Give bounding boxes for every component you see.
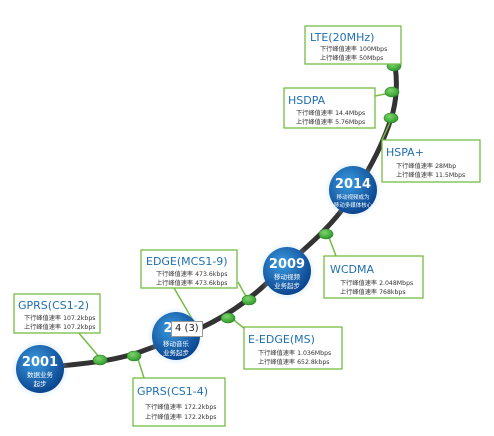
- milestone-caption: 业务起步: [274, 281, 301, 290]
- box-title: GPRS(CS1-2): [18, 299, 89, 312]
- milestone-year: 2: [163, 321, 172, 336]
- box-downlink: 下行峰值速率 473.6kbps: [156, 270, 227, 278]
- milestone-caption: 数据业务: [27, 370, 54, 379]
- box-title: HSDPA: [288, 94, 326, 107]
- box-title: LTE(20MHz): [310, 31, 374, 44]
- info-box-hsdpa: HSDPA 下行峰值速率 14.4Mbps 上行峰值速率 5.76Mbps: [283, 87, 376, 129]
- info-box-hspa-plus: HSPA+ 下行峰值速率 28Mbp 上行峰值速率 11.5Mbps: [381, 139, 481, 183]
- milestone-2014: 2014 移动视频成为 移动多媒体核心: [324, 161, 382, 219]
- box-uplink: 上行峰值速率 652.8kbps: [258, 358, 329, 366]
- milestone-year: 2009: [269, 257, 305, 272]
- box-title: EDGE(MCS1-9): [146, 255, 228, 268]
- info-box-wcdma: WCDMA 下行峰值速率 2.048Mbps 上行峰值速率 768kbps: [323, 255, 424, 299]
- box-uplink: 上行峰值速率 11.5Mbps: [396, 171, 465, 179]
- milestone-caption: 移动视频成为: [336, 193, 369, 201]
- box-downlink: 下行峰值速率 2.048Mbps: [340, 279, 413, 287]
- info-box-lte: LTE(20MHz) 下行峰值速率 100Mbps 上行峰值速率 50Mbps: [304, 25, 402, 65]
- box-downlink: 下行峰值速率 172.2kbps: [145, 403, 216, 411]
- box-title: GPRS(CS1-4): [137, 385, 208, 398]
- box-downlink: 下行峰值速率 14.4Mbps: [296, 109, 365, 117]
- milestone-2001: 2001 数据业务 起步: [11, 340, 69, 398]
- info-box-gprs-cs1-4: GPRS(CS1-4) 下行峰值速率 172.2kbps 上行峰值速率 172.…: [132, 377, 226, 427]
- box-uplink: 上行峰值速率 473.6kbps: [156, 279, 227, 287]
- info-box-edge-mcs: EDGE(MCS1-9) 下行峰值速率 473.6kbps 上行峰值速率 473…: [140, 249, 238, 289]
- timeline-node: [241, 294, 257, 306]
- timeline-node: [318, 228, 334, 240]
- box-uplink: 上行峰值速率 172.2kbps: [145, 413, 216, 421]
- box-downlink: 下行峰值速率 107.2kbps: [24, 314, 95, 322]
- milestone-2009: 2009 移动视频 业务起步: [258, 242, 316, 300]
- timeline-node: [220, 312, 236, 324]
- box-uplink: 上行峰值速率 50Mbps: [320, 54, 383, 62]
- overlay-tag-text: 4 (3): [175, 323, 199, 334]
- timeline-nodes: [92, 60, 402, 366]
- box-title: HSPA+: [386, 146, 424, 159]
- info-box-e-edge: E-EDGE(MS) 下行峰值速率 1.036Mbps 上行峰值速率 652.8…: [243, 326, 343, 370]
- milestone-caption: 业务起步: [163, 348, 190, 357]
- box-uplink: 上行峰值速率 5.76Mbps: [296, 118, 365, 126]
- milestone-caption: 起步: [34, 380, 48, 388]
- box-title: E-EDGE(MS): [248, 333, 315, 346]
- box-uplink: 上行峰值速率 107.2kbps: [24, 323, 95, 331]
- milestone-year: 2014: [335, 177, 371, 192]
- milestone-caption: 移动多媒体核心: [334, 201, 373, 209]
- milestone-caption: 移动视频: [274, 272, 301, 281]
- box-downlink: 下行峰值速率 1.036Mbps: [258, 349, 331, 357]
- milestone-caption: 移动音乐: [163, 339, 190, 348]
- box-title: WCDMA: [330, 263, 375, 276]
- timeline-node: [92, 354, 108, 366]
- box-uplink: 上行峰值速率 768kbps: [340, 288, 406, 296]
- box-downlink: 下行峰值速率 100Mbps: [320, 45, 387, 53]
- timeline-node: [384, 86, 400, 98]
- info-box-gprs-cs1-2: GPRS(CS1-2) 下行峰值速率 107.2kbps 上行峰值速率 107.…: [13, 293, 101, 334]
- timeline-node: [383, 112, 399, 124]
- milestone-year: 2001: [22, 355, 58, 370]
- overlay-tag: 4 (3): [171, 321, 203, 337]
- timeline-node: [126, 350, 142, 362]
- box-downlink: 下行峰值速率 28Mbp: [396, 162, 456, 170]
